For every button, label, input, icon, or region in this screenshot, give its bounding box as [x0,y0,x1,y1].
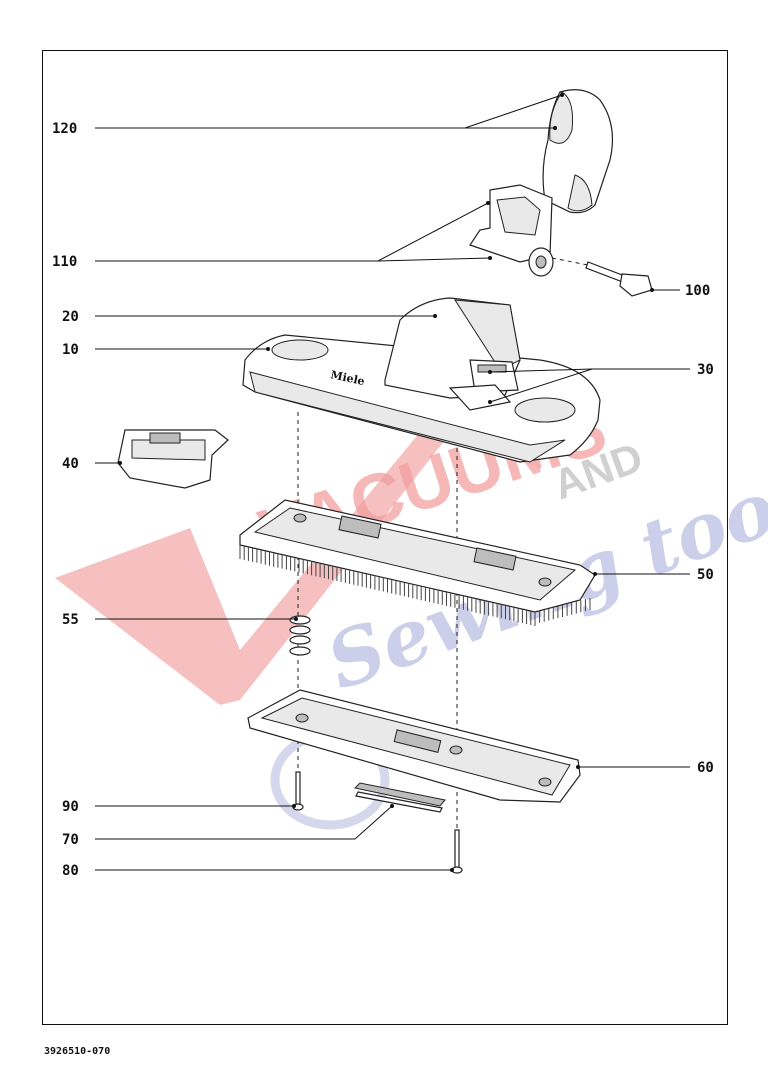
callout-10: 10 [62,342,79,358]
part-80-screw [451,829,463,874]
callout-120: 120 [52,121,77,137]
callout-90: 90 [62,799,79,815]
part-120-elbow [542,89,614,214]
brush-bristles [239,545,591,626]
part-60-base-plate [247,689,581,803]
document-number: 3926510-070 [44,1046,111,1057]
callout-100: 100 [685,283,710,299]
callout-20: 20 [62,309,79,325]
leader-dots [118,93,654,872]
callout-50: 50 [697,567,714,583]
leader-lines [95,94,690,871]
part-110-swivel-joint [469,184,554,277]
part-50-brush-plate [239,499,596,626]
part-40-bracket [117,429,229,489]
callout-110: 110 [52,254,77,270]
callout-30: 30 [697,362,714,378]
part-55-spring [289,615,311,656]
callout-40: 40 [62,456,79,472]
part-70-strip [353,782,446,813]
watermark-v-shape [55,420,445,705]
callout-60: 60 [697,760,714,776]
diagram-frame [42,50,728,1025]
part-30-switch [448,359,519,411]
callout-70: 70 [62,832,79,848]
callout-55: 55 [62,612,79,628]
part-100-pin [551,257,653,297]
callout-80: 80 [62,863,79,879]
